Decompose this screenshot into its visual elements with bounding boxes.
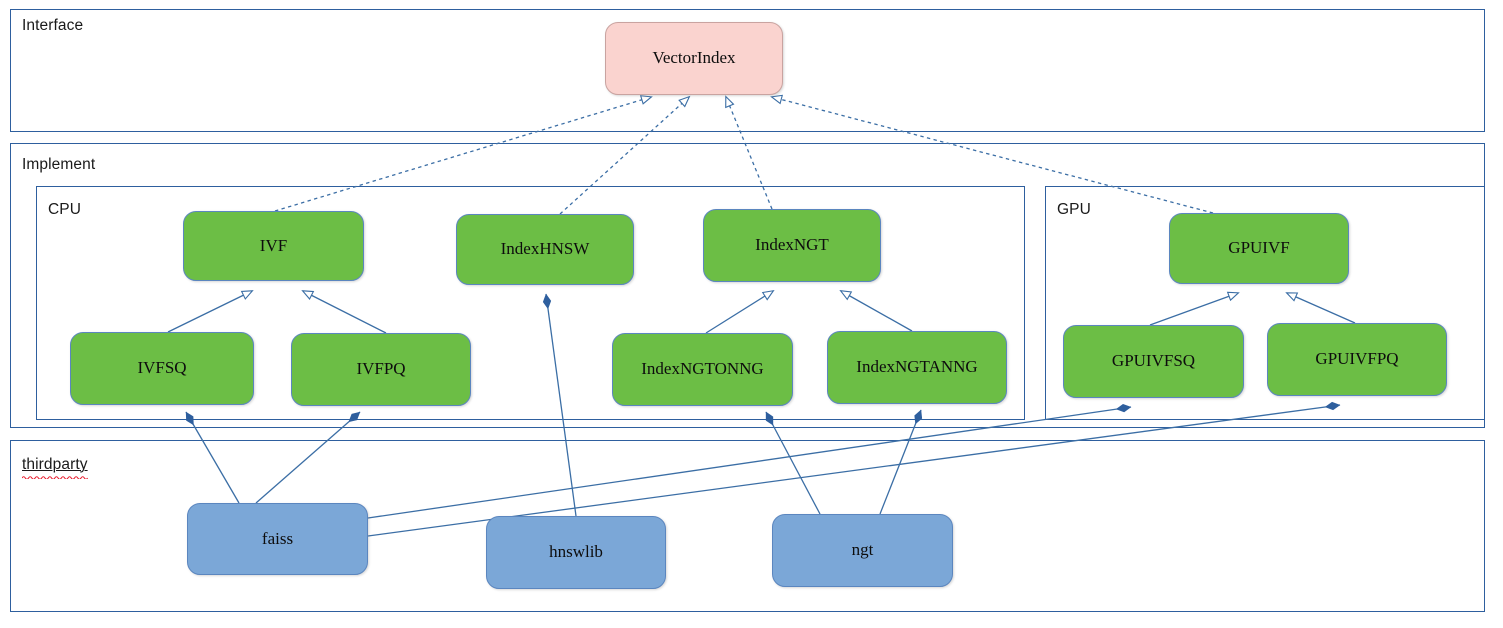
class-node-ivf[interactable]: IVF: [183, 211, 364, 281]
class-node-gpuivfpq[interactable]: GPUIVFPQ: [1267, 323, 1447, 396]
class-node-label: faiss: [261, 528, 294, 548]
class-node-label: IVFPQ: [356, 359, 406, 379]
class-node-gpuivf[interactable]: GPUIVF: [1169, 213, 1349, 284]
package-thirdparty-label: thirdparty: [22, 456, 88, 479]
class-node-label: GPUIVFSQ: [1111, 351, 1196, 371]
class-node-indexhnsw[interactable]: IndexHNSW: [456, 214, 634, 285]
package-thirdparty-label-text: thirdparty: [22, 456, 88, 473]
class-node-label: IndexHNSW: [500, 239, 590, 259]
class-node-label: IndexNGTONNG: [641, 359, 764, 379]
class-node-ivfsq[interactable]: IVFSQ: [70, 332, 254, 405]
class-node-faiss[interactable]: faiss: [187, 503, 368, 575]
class-node-vectorindex[interactable]: VectorIndex: [605, 22, 783, 95]
class-node-label: GPUIVF: [1228, 238, 1290, 258]
class-node-gpuivfsq[interactable]: GPUIVFSQ: [1063, 325, 1244, 398]
class-node-ivfpq[interactable]: IVFPQ: [291, 333, 471, 406]
class-node-indexngt[interactable]: IndexNGT: [703, 209, 881, 282]
package-cpu-label: CPU: [48, 201, 82, 218]
package-interface-label: Interface: [22, 17, 84, 34]
package-gpu-label: GPU: [1057, 201, 1091, 218]
class-node-label: IndexNGT: [755, 235, 829, 255]
spellcheck-squiggle-icon: [22, 476, 88, 479]
class-node-hnswlib[interactable]: hnswlib: [486, 516, 666, 589]
class-node-label: ngt: [851, 540, 874, 560]
package-implement-label: Implement: [22, 156, 96, 173]
class-node-label: IndexNGTANNG: [856, 357, 978, 377]
class-node-indexngtanng[interactable]: IndexNGTANNG: [827, 331, 1007, 404]
class-node-label: VectorIndex: [652, 48, 736, 68]
class-node-label: GPUIVFPQ: [1315, 349, 1399, 369]
class-node-indexngtonng[interactable]: IndexNGTONNG: [612, 333, 793, 406]
class-node-label: hnswlib: [549, 542, 603, 562]
class-node-label: IVFSQ: [137, 358, 187, 378]
class-node-ngt[interactable]: ngt: [772, 514, 953, 587]
class-node-label: IVF: [259, 235, 288, 255]
